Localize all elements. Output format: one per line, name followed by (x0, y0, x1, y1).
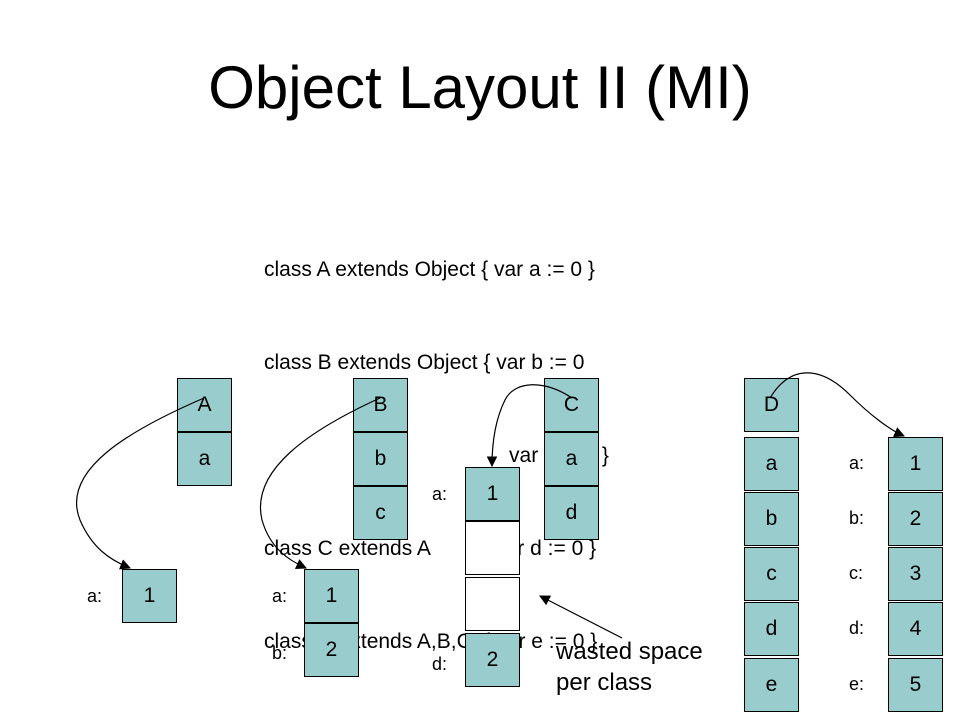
class-a-header-cell: A (177, 378, 232, 432)
object-b-label: b: (272, 643, 288, 663)
object-d-label: c: (849, 563, 864, 583)
object-b-slot: 2 (304, 623, 359, 677)
class-d-pointer-arrow (769, 372, 905, 438)
object-b-label: a: (272, 586, 288, 606)
object-d-slot: 3 (888, 547, 943, 601)
object-c-slot: 1 (465, 467, 520, 521)
object-d-label: b: (849, 508, 865, 528)
object-c-empty-slot (465, 577, 520, 631)
class-c-field-cell: a (544, 432, 599, 486)
code-line-class-a: class A extends Object { var a := 0 } (264, 258, 595, 281)
object-d-slot: 5 (888, 658, 943, 712)
class-b-field-cell: b (353, 432, 408, 486)
class-d-field-cell: d (744, 602, 799, 656)
object-d-slot: 4 (888, 602, 943, 656)
class-d-field-cell: b (744, 492, 799, 546)
class-d-field-cell: c (744, 547, 799, 601)
class-b-pointer-arrow (259, 397, 381, 569)
object-c-empty-slot (465, 521, 520, 575)
class-d-field-cell: e (744, 658, 799, 712)
class-c-field-cell: d (544, 486, 599, 540)
slide-title: Object Layout II (MI) (208, 54, 752, 121)
class-c-pointer-arrow (486, 384, 573, 468)
wasted-space-annotation: wasted space per class (556, 638, 703, 696)
class-c-header-cell: C (544, 378, 599, 432)
object-a-slot: 1 (122, 569, 177, 623)
object-c-label: d: (432, 654, 448, 674)
object-b-slot: 1 (304, 569, 359, 623)
class-b-field-cell: c (353, 486, 408, 540)
object-d-label: a: (849, 453, 865, 473)
object-c-label: a: (432, 484, 448, 504)
class-d-field-cell: a (744, 437, 799, 491)
object-d-slot: 2 (888, 492, 943, 546)
class-d-header-cell: D (744, 378, 799, 432)
object-a-label: a: (87, 586, 103, 606)
class-a-field-cell: a (177, 432, 232, 486)
class-b-header-cell: B (353, 378, 408, 432)
class-a-pointer-arrow (75, 397, 205, 570)
wasted-space-arrow (539, 595, 623, 639)
code-line-class-b: class B extends Object { var b := 0 (264, 351, 585, 374)
object-c-slot: 2 (465, 633, 520, 687)
object-d-label: e: (849, 674, 865, 694)
object-d-slot: 1 (888, 437, 943, 491)
object-d-label: d: (849, 618, 865, 638)
